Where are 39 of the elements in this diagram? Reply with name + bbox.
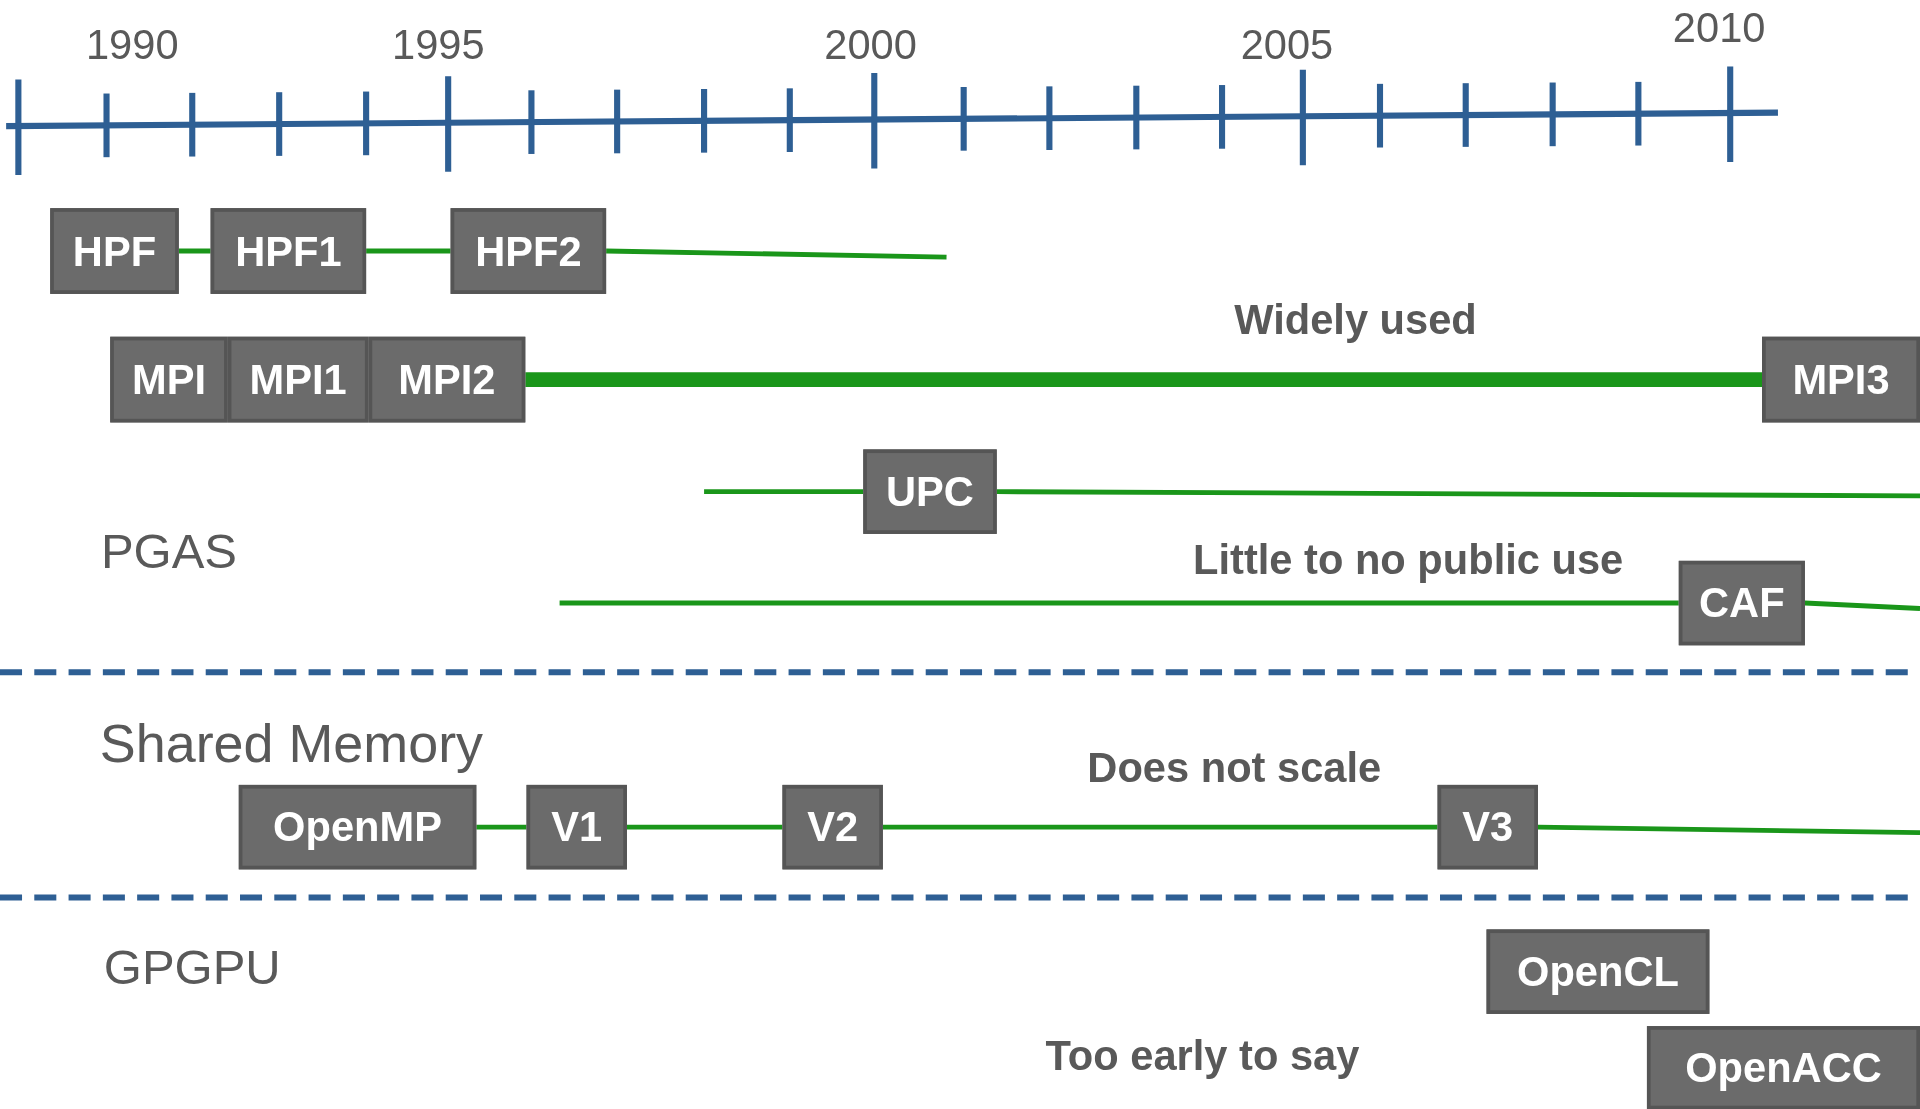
- version-box: OpenMP: [238, 784, 477, 870]
- version-box: HPF: [50, 208, 179, 294]
- category-label: Shared Memory: [99, 712, 484, 774]
- timeline-line: [626, 824, 783, 830]
- status-note: Too early to say: [1045, 1031, 1360, 1080]
- version-box: HPF1: [210, 208, 367, 294]
- version-box: MPI3: [1762, 336, 1920, 423]
- version-box: OpenCL: [1486, 929, 1710, 1014]
- version-box: MPI: [110, 336, 228, 423]
- version-box: CAF: [1678, 560, 1805, 646]
- year-label: 2005: [1240, 21, 1334, 70]
- status-note: Widely used: [1234, 295, 1477, 344]
- status-note: Little to no public use: [1193, 535, 1624, 584]
- year-label: 2000: [824, 21, 917, 70]
- timeline-line: [1537, 824, 1920, 836]
- version-box: UPC: [863, 449, 997, 534]
- version-box: V2: [782, 784, 883, 870]
- timeline-line: [525, 372, 1763, 387]
- timeline-line: [1804, 600, 1920, 611]
- version-box: OpenACC: [1646, 1026, 1920, 1109]
- timeline-line: [476, 824, 527, 830]
- version-box: MPI2: [368, 336, 526, 423]
- year-label: 2010: [1672, 4, 1766, 53]
- timeline-line: [559, 600, 1679, 606]
- timeline-line: [606, 248, 947, 260]
- timeline-line: [996, 489, 1920, 499]
- version-box: V3: [1437, 784, 1538, 870]
- timeline-line: [704, 489, 864, 495]
- version-box: MPI1: [227, 336, 369, 423]
- version-box: HPF2: [450, 208, 607, 294]
- status-note: Does not scale: [1087, 743, 1382, 792]
- year-label: 1990: [85, 21, 179, 70]
- timeline-line: [882, 824, 1438, 830]
- year-label: 1995: [392, 21, 485, 70]
- version-box: V1: [526, 784, 627, 870]
- timeline-line: [366, 248, 451, 254]
- category-label: PGAS: [100, 523, 238, 579]
- category-label: GPGPU: [103, 939, 281, 995]
- timeline-line: [178, 248, 211, 254]
